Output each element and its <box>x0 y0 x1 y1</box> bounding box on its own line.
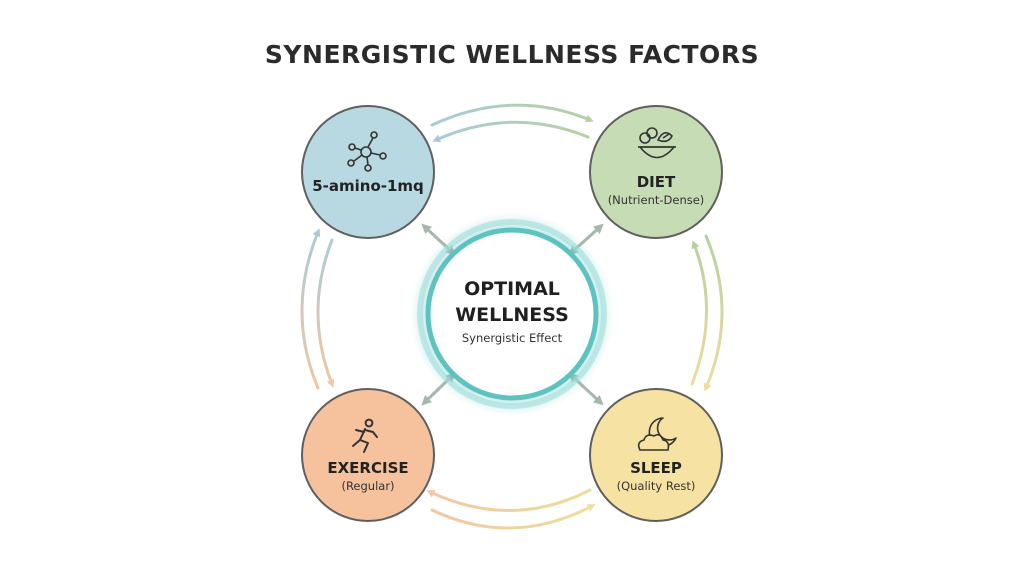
arrow-exercise-to-amino <box>300 228 321 390</box>
arrow-diet-to-sleep <box>703 234 724 392</box>
node-exercise-subtitle: (Regular) <box>341 479 395 493</box>
arrow-sleep-to-diet <box>690 240 708 386</box>
diagram-title: SYNERGISTIC WELLNESS FACTORS <box>264 40 760 69</box>
arrow-amino-to-exercise <box>316 238 335 388</box>
node-amino-label: 5-amino-1mq <box>298 176 438 196</box>
center-subtitle: Synergistic Effect <box>461 331 563 345</box>
node-diet-label: DIET (Nutrient-Dense) <box>586 172 726 208</box>
center-title: OPTIMAL WELLNESS <box>412 276 612 328</box>
runner-icon <box>352 418 378 453</box>
center-title-line1: OPTIMAL <box>464 278 560 300</box>
molecule-icon <box>347 131 387 172</box>
node-diet-circle <box>589 105 723 239</box>
node-diet-name: DIET <box>636 173 676 191</box>
node-sleep-circle <box>589 388 723 522</box>
node-sleep-subtitle: (Quality Rest) <box>616 479 696 493</box>
node-exercise-name: EXERCISE <box>327 459 409 477</box>
moon-cloud-icon <box>637 417 677 451</box>
cycle-arrows <box>300 103 724 530</box>
node-sleep-name: SLEEP <box>630 459 682 477</box>
center-circle <box>425 227 599 401</box>
arrow-diet-to-amino <box>432 120 590 143</box>
arrow-exercise-to-sleep <box>430 504 596 530</box>
center-glow-ring <box>417 219 607 409</box>
node-exercise-label: EXERCISE (Regular) <box>298 458 438 494</box>
node-sleep-label: SLEEP (Quality Rest) <box>586 458 726 494</box>
node-amino-name: 5-amino-1mq <box>312 177 424 195</box>
center-title-line2: WELLNESS <box>455 304 569 326</box>
arrow-amino-to-diet <box>430 103 594 127</box>
arrow-sleep-to-exercise <box>426 488 592 512</box>
node-amino-circle <box>301 105 435 239</box>
salad-bowl-icon <box>638 127 676 159</box>
node-diet-subtitle: (Nutrient-Dense) <box>607 193 705 207</box>
node-exercise-circle <box>301 388 435 522</box>
